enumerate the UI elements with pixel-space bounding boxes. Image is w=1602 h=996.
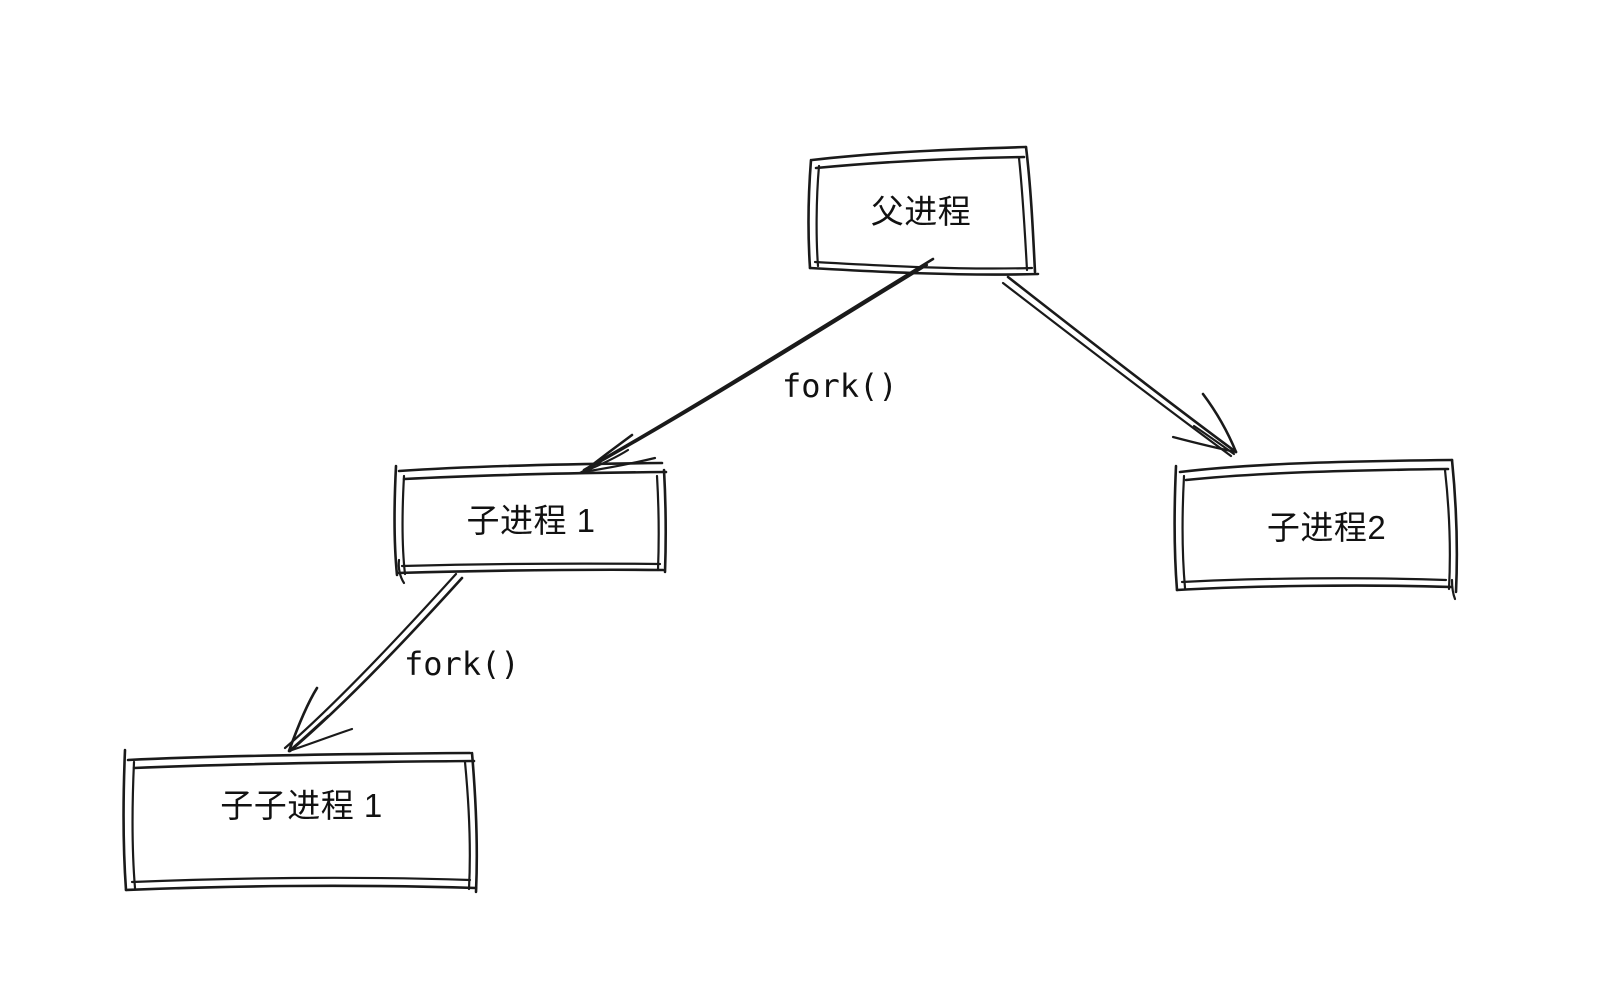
edge-parent-to-child2 — [1001, 275, 1238, 458]
node-label-child2: 子进程2 — [1266, 509, 1387, 546]
edge-label-fork-child1-grandchild1: fork() — [404, 645, 520, 683]
edge-label-fork-parent-child1: fork() — [782, 367, 898, 405]
node-parent-outline — [807, 145, 1040, 276]
node-label-child1: 子进程 1 — [466, 502, 596, 539]
edge-parent-to-child1 — [578, 257, 935, 475]
node-grandchild1-outline — [122, 748, 479, 894]
node-child2-outline — [1173, 458, 1459, 601]
node-label-parent: 父进程 — [870, 193, 972, 230]
edge-child1-to-grandchild1 — [283, 572, 464, 753]
node-child1-outline — [393, 461, 668, 585]
node-label-grandchild1: 子子进程 1 — [220, 787, 383, 824]
